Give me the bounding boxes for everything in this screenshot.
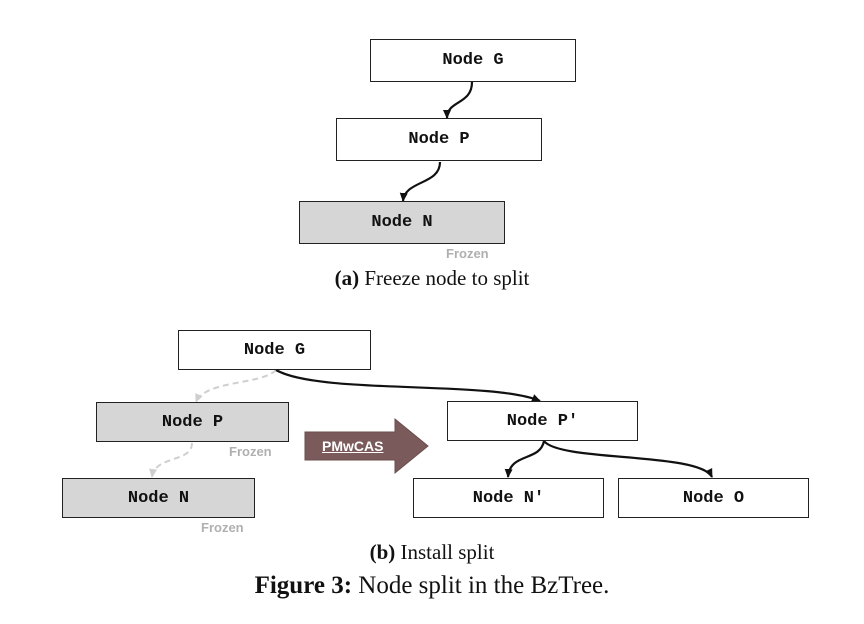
b-node-o: Node O	[618, 478, 809, 518]
edge-b-p-to-n-dashed	[149, 442, 193, 478]
caption-a-prefix: (a)	[334, 266, 360, 290]
pmwcas-label: PMwCAS	[322, 438, 384, 454]
a-node-g: Node G	[370, 39, 576, 82]
a-node-p: Node P	[336, 118, 542, 161]
b-node-p: Node P	[96, 402, 289, 442]
edge-b-p-prime-to-o	[543, 440, 713, 478]
b-node-g: Node G	[178, 330, 371, 370]
caption-a-text: Freeze node to split	[359, 266, 530, 290]
edge-b-g-to-p-dashed	[195, 369, 277, 403]
b-frozen-p-label: Frozen	[229, 444, 272, 459]
caption-b-text: Install split	[395, 540, 495, 564]
caption-b-prefix: (b)	[369, 540, 396, 564]
b-node-n: Node N	[62, 478, 255, 518]
edge-b-p-prime-to-n-prime	[504, 440, 546, 478]
a-frozen-label: Frozen	[446, 246, 489, 261]
caption-b: (b) Install split	[0, 540, 864, 565]
pmwcas-arrow-shape	[304, 417, 429, 475]
edge-b-g-to-p-prime	[275, 369, 541, 403]
caption-a: (a) Freeze node to split	[0, 266, 864, 291]
figure-label: Figure 3:	[254, 572, 353, 599]
edge-a-p-to-n	[399, 161, 442, 202]
figure-title: Node split in the BzTree.	[352, 572, 610, 599]
figure-caption: Figure 3: Node split in the BzTree.	[0, 572, 864, 600]
b-node-n-prime: Node N′	[413, 478, 604, 518]
a-node-n: Node N	[299, 201, 505, 244]
edge-a-g-to-p	[443, 81, 474, 119]
b-frozen-n-label: Frozen	[201, 520, 244, 535]
b-node-p-prime: Node P′	[447, 401, 638, 441]
